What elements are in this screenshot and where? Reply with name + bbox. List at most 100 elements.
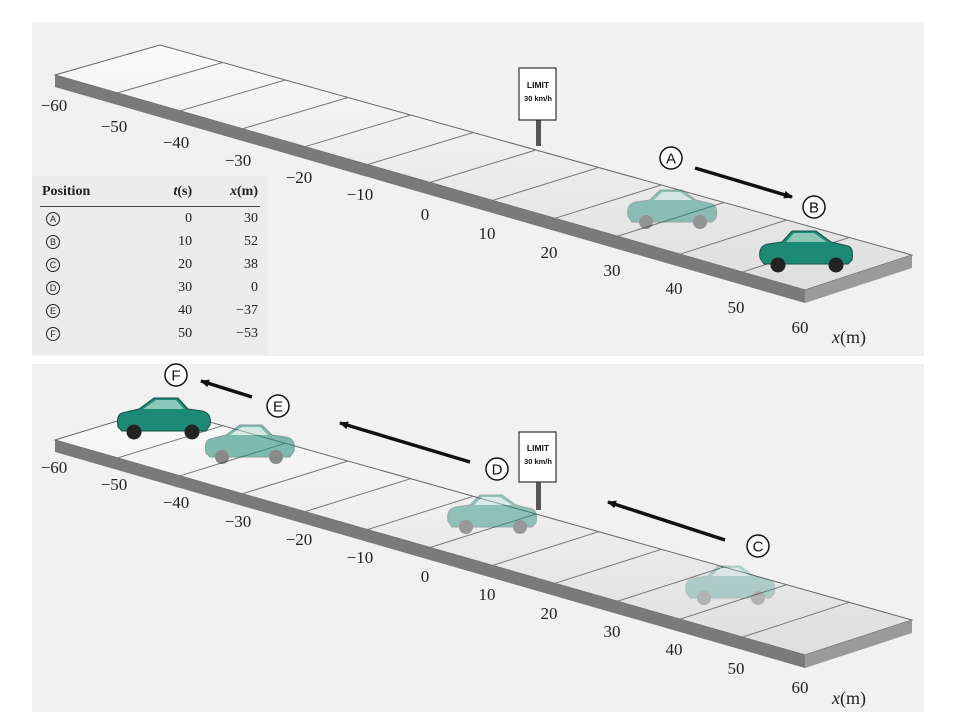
table-row: B 10 52 — [40, 230, 260, 253]
bottom-sign-board — [518, 431, 557, 483]
car-at-d — [447, 494, 537, 534]
road-divider — [492, 167, 599, 201]
tick-label: 30 — [604, 261, 621, 280]
top-motion-arrow — [694, 166, 793, 199]
top-speed-sign: LIMIT 30 km/h — [518, 67, 557, 146]
road-divider — [429, 149, 537, 183]
bottom-speed-sign: LIMIT 30 km/h — [518, 431, 557, 510]
header-x: x(m) — [194, 180, 260, 207]
cell-time: 50 — [178, 325, 193, 341]
bottom-axis-ticks: −60 −50 −40 −30 −20 −10 0 10 20 30 40 50… — [41, 458, 809, 697]
road-divider — [742, 601, 850, 638]
top-road — [53, 44, 914, 303]
tick-label: −40 — [163, 493, 190, 512]
tick-label: −20 — [286, 530, 313, 549]
tick-label: −30 — [225, 512, 252, 531]
position-marker: B — [46, 234, 60, 249]
marker-d: D — [485, 457, 509, 481]
tick-label: −50 — [101, 475, 128, 494]
top-road-end — [805, 255, 912, 303]
top-sign-pole — [536, 118, 541, 146]
bottom-scene: LIMIT 30 km/h — [41, 363, 914, 709]
table-row: F 50 −53 — [40, 322, 260, 345]
bottom-sign-pole — [536, 480, 541, 510]
svg-text:E: E — [273, 399, 283, 416]
arrow-d-to-e — [339, 421, 471, 464]
car-at-c — [685, 565, 775, 605]
position-marker: A — [46, 211, 60, 226]
tick-label: −30 — [225, 151, 252, 170]
table-row: D 30 0 — [40, 276, 260, 299]
car-at-f — [117, 397, 211, 440]
header-time: t(s) — [147, 180, 195, 207]
bottom-road-side — [55, 440, 805, 668]
marker-a: A — [659, 146, 683, 170]
svg-text:D: D — [492, 462, 503, 479]
marker-c: C — [746, 534, 770, 558]
table-row: E 40 −37 — [40, 299, 260, 322]
header-position: Position — [40, 180, 148, 207]
tick-label: −60 — [41, 458, 68, 477]
svg-text:A: A — [666, 151, 676, 168]
cell-x: 30 — [244, 210, 258, 226]
road-divider — [179, 79, 286, 112]
tick-label: 60 — [792, 318, 809, 337]
table-row: A 0 30 — [40, 207, 260, 231]
cell-time: 40 — [178, 302, 193, 318]
tick-label: 10 — [479, 585, 496, 604]
top-sign-board — [518, 67, 557, 121]
marker-f: F — [164, 363, 188, 387]
position-data-table: Position t(s) x(m) A 0 30 B 10 52 C 20 3… — [40, 180, 260, 345]
road-divider — [617, 566, 725, 602]
svg-text:C: C — [753, 539, 764, 556]
top-axis-ticks: −60 −50 −40 −30 −20 −10 0 10 20 30 40 50… — [41, 96, 809, 337]
cell-x: −53 — [236, 325, 258, 341]
marker-e: E — [266, 394, 290, 418]
road-divider — [117, 62, 223, 94]
tick-label: −10 — [347, 548, 374, 567]
road-divider — [679, 584, 787, 620]
car-at-e — [205, 424, 295, 464]
road-divider — [304, 114, 411, 148]
tick-label: 0 — [421, 205, 430, 224]
position-table: Position t(s) x(m) A 0 30 B 10 52 C 20 3… — [32, 176, 268, 354]
tick-label: 20 — [541, 604, 558, 623]
tick-label: 50 — [728, 298, 745, 317]
road-divider — [679, 219, 787, 255]
tick-label: −40 — [163, 133, 190, 152]
bottom-sign-line2: 30 km/h — [524, 457, 552, 466]
cell-time: 20 — [178, 256, 193, 272]
road-divider — [429, 513, 537, 548]
top-sign-line2: 30 km/h — [524, 94, 552, 103]
position-marker: D — [46, 280, 60, 295]
top-road-side — [55, 75, 805, 303]
road-divider — [242, 97, 349, 130]
car-at-b — [759, 230, 853, 273]
road-divider — [554, 548, 662, 584]
top-sign-line1: LIMIT — [527, 80, 550, 90]
tick-label: 40 — [666, 640, 683, 659]
tick-label: 0 — [421, 567, 430, 586]
arrow-c-to-d — [607, 500, 726, 542]
road-divider — [367, 132, 474, 166]
arrow-e-to-f — [200, 379, 253, 399]
cell-x: 0 — [251, 279, 258, 295]
cell-x: −37 — [236, 302, 258, 318]
bottom-road — [53, 407, 914, 668]
road-divider — [492, 531, 599, 566]
marker-b: B — [802, 195, 826, 219]
tick-label: −60 — [41, 96, 68, 115]
tick-label: 50 — [728, 659, 745, 678]
tick-label: 10 — [479, 224, 496, 243]
road-divider — [617, 202, 725, 237]
tick-label: 30 — [604, 622, 621, 641]
road-divider — [554, 184, 662, 219]
table-header-row: Position t(s) x(m) — [40, 180, 260, 207]
svg-text:F: F — [171, 368, 180, 385]
top-road-dividers — [117, 62, 850, 273]
top-scene: LIMIT 30 km/h A B −60 −50 — [41, 44, 914, 348]
road-divider — [367, 495, 474, 531]
bottom-road-end — [805, 620, 912, 668]
position-marker: F — [46, 326, 60, 341]
